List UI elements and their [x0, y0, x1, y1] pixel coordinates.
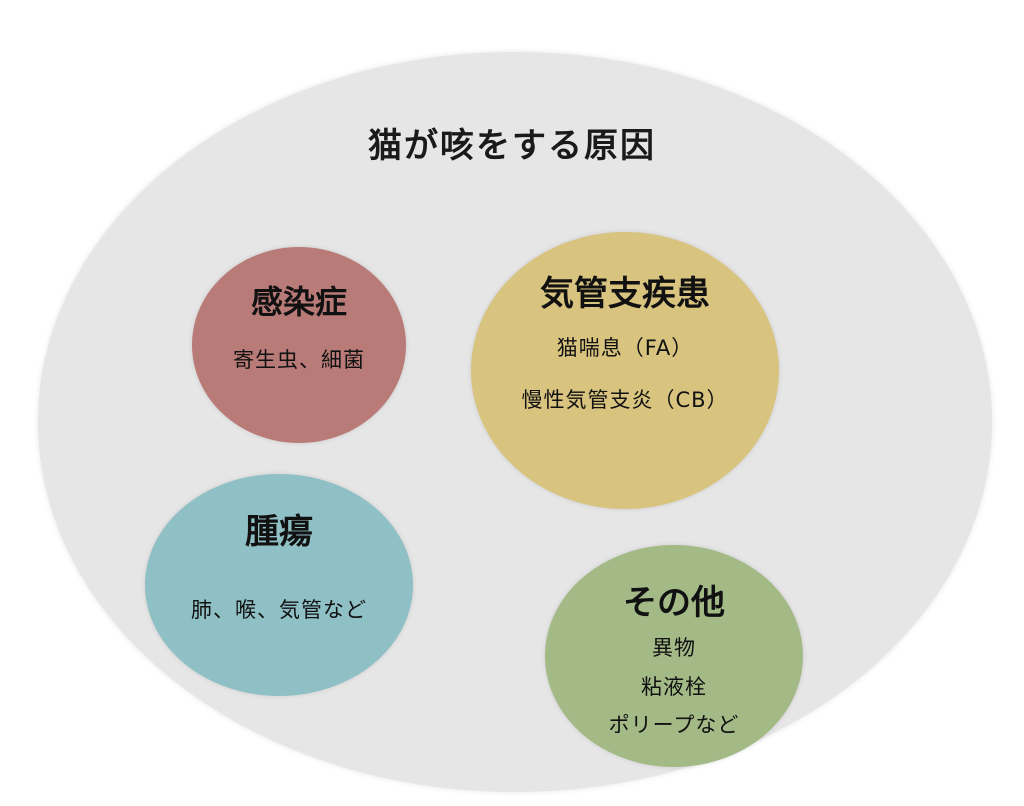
bubble-other: その他 異物 粘液栓 ポリープなど	[545, 545, 803, 767]
bubble-line: ポリープなど	[608, 713, 740, 737]
bubble-infection: 感染症 寄生虫、細菌	[192, 247, 406, 443]
bubble-heading: 腫瘍	[245, 512, 313, 552]
bubble-line: 寄生虫、細菌	[233, 348, 365, 372]
diagram-title: 猫が咳をする原因	[368, 126, 656, 166]
bubble-tumor: 腫瘍 肺、喉、気管など	[145, 474, 413, 696]
bubble-line: 異物	[652, 636, 696, 660]
bubble-line: 粘液栓	[641, 675, 707, 699]
bubble-heading: その他	[623, 583, 725, 623]
bubble-heading: 感染症	[250, 283, 347, 321]
bubble-heading: 気管支疾患	[540, 274, 710, 314]
bubble-line: 肺、喉、気管など	[191, 598, 367, 622]
bubble-line: 猫喘息（FA）	[556, 336, 694, 360]
bubble-line: 慢性気管支炎（CB）	[521, 388, 729, 412]
bubble-bronchial: 気管支疾患 猫喘息（FA） 慢性気管支炎（CB）	[471, 232, 779, 509]
